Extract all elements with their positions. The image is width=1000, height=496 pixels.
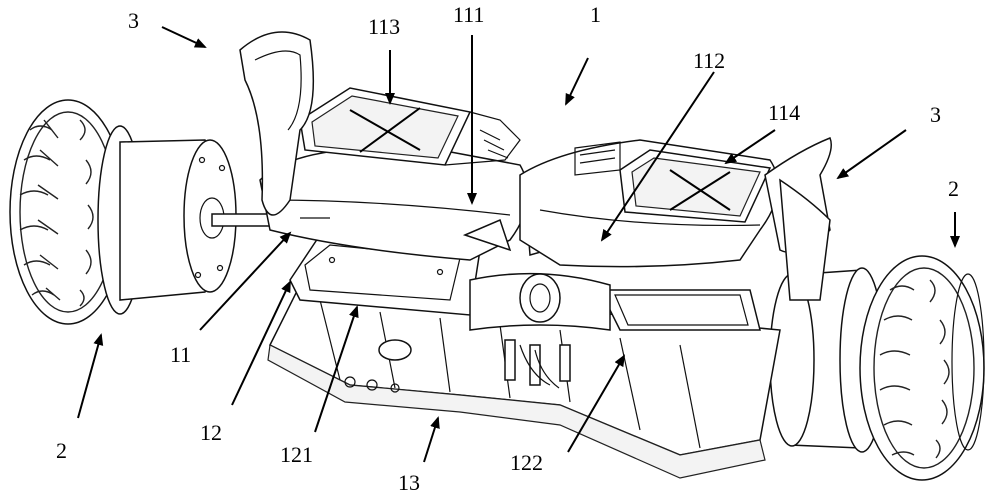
label-121: 121 xyxy=(280,442,313,467)
label-2-left: 2 xyxy=(56,438,67,463)
arrow-114 xyxy=(724,129,776,165)
label-11: 11 xyxy=(170,342,191,367)
fender-right xyxy=(764,137,832,301)
label-12: 12 xyxy=(200,420,222,445)
label-114: 114 xyxy=(768,100,800,125)
footpad-left xyxy=(299,87,521,166)
label-2-right: 2 xyxy=(948,176,959,201)
label-122: 122 xyxy=(510,450,543,475)
reference-labels: 3 113 111 1 112 114 3 2 11 12 121 122 13… xyxy=(56,2,959,495)
arrow-3-right xyxy=(836,129,907,180)
label-1: 1 xyxy=(590,2,601,27)
arrow-1 xyxy=(565,57,589,106)
label-111: 111 xyxy=(453,2,484,27)
arrow-3-left xyxy=(161,26,207,48)
arrow-121 xyxy=(314,305,359,433)
arrow-11 xyxy=(199,231,292,331)
label-3-right: 3 xyxy=(930,102,941,127)
label-13: 13 xyxy=(398,470,420,495)
fender-left xyxy=(239,31,315,216)
footpad-right xyxy=(574,141,772,223)
left-hub-motor xyxy=(119,139,303,301)
arrow-13 xyxy=(423,416,440,463)
arrow-122 xyxy=(567,354,626,453)
label-112: 112 xyxy=(693,48,725,73)
label-3-left: 3 xyxy=(128,8,139,33)
leader-arrows xyxy=(77,26,960,463)
arrow-12 xyxy=(231,280,291,406)
right-wheel xyxy=(859,255,985,481)
arrow-112 xyxy=(600,71,715,242)
label-113: 113 xyxy=(368,14,400,39)
upper-shell-left xyxy=(259,147,550,261)
arrow-2-left xyxy=(77,333,104,419)
